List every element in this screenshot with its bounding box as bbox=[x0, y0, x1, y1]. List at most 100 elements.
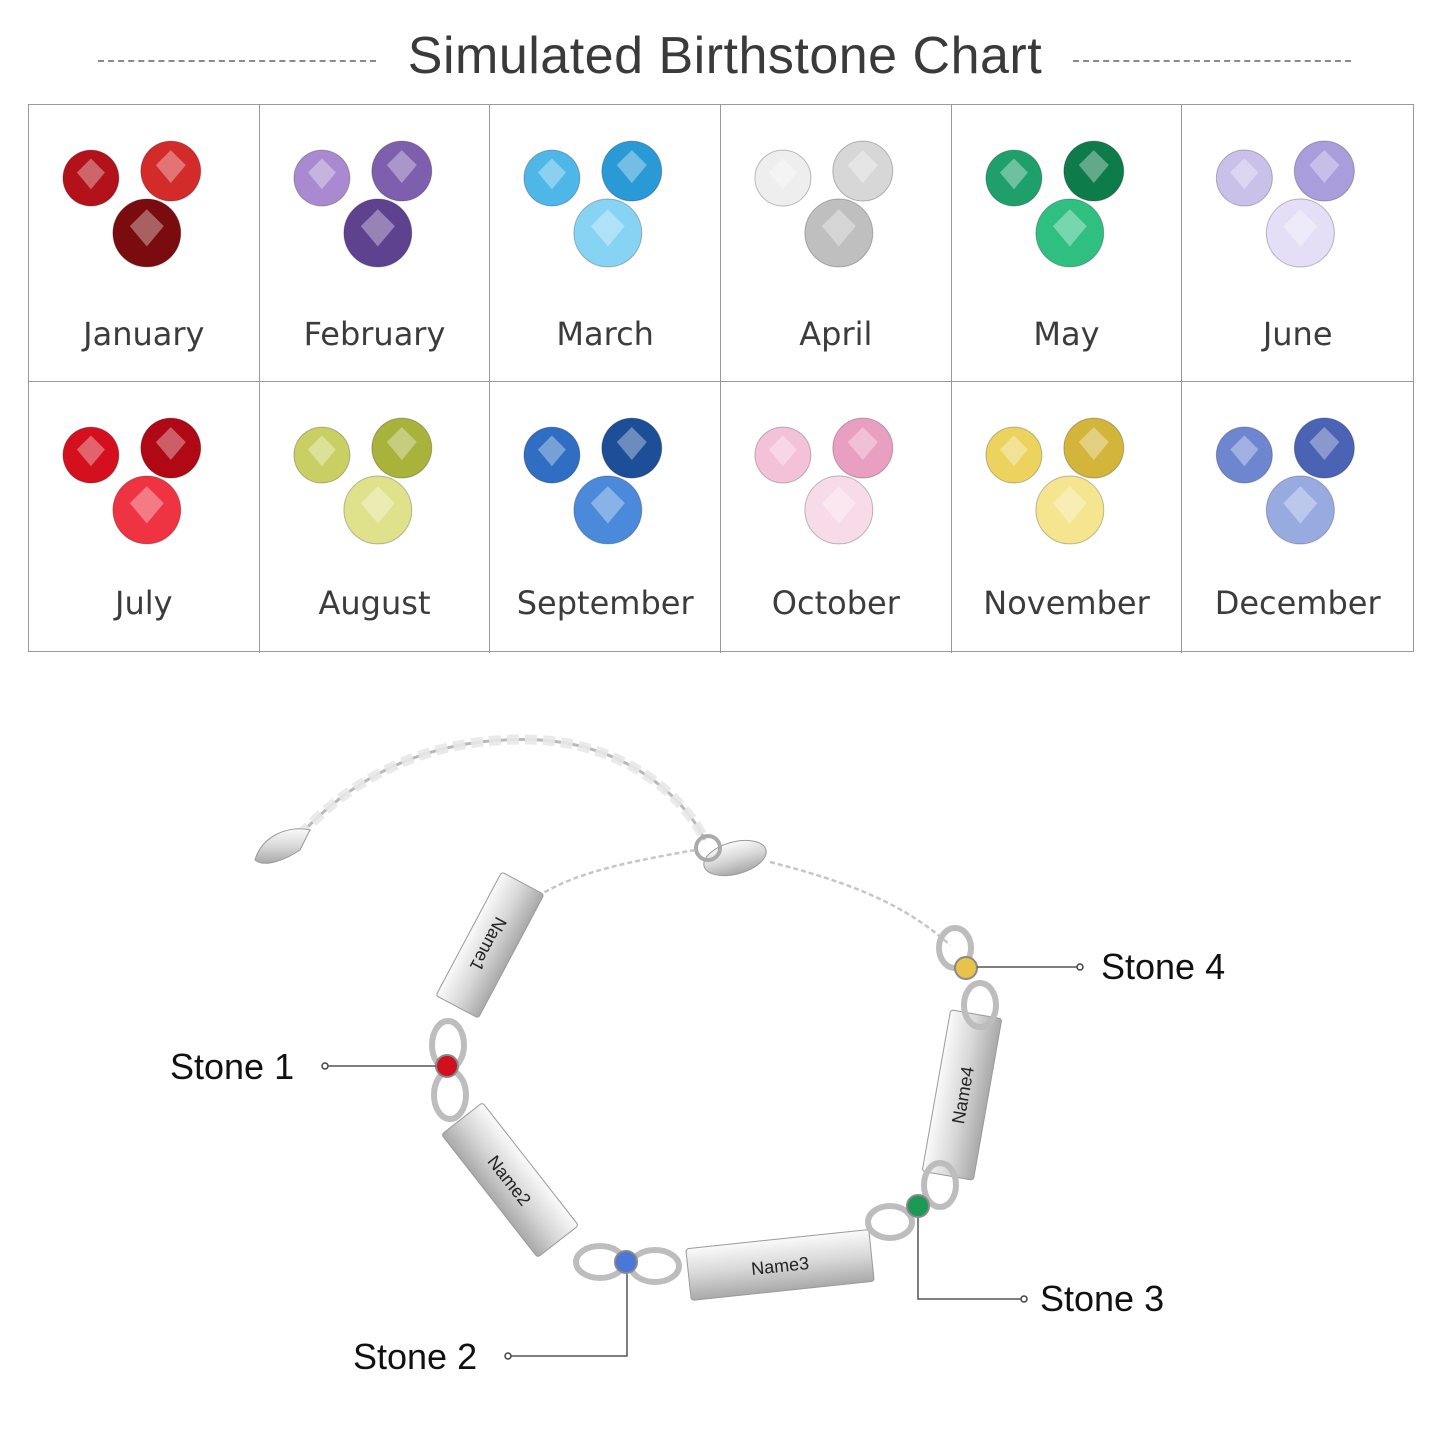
month-label: July bbox=[115, 584, 173, 622]
gemstone bbox=[293, 149, 351, 207]
stone-3-label: Stone 3 bbox=[1040, 1278, 1165, 1319]
gem-facet bbox=[386, 150, 417, 184]
title-divider-right bbox=[1073, 60, 1351, 62]
gem-facet bbox=[538, 158, 567, 190]
gemstone bbox=[573, 198, 643, 268]
gem-facet bbox=[847, 150, 878, 184]
gemstone-cluster bbox=[293, 417, 432, 545]
gem-facet bbox=[155, 150, 186, 184]
gemstone-cluster bbox=[985, 417, 1124, 545]
callout-dots bbox=[321, 963, 1084, 1360]
gemstone-cluster bbox=[62, 140, 202, 268]
month-cell-december: December bbox=[1182, 382, 1413, 653]
chart-header: Simulated Birthstone Chart bbox=[0, 22, 1445, 92]
month-label: April bbox=[799, 315, 873, 353]
month-cell-june: June bbox=[1182, 105, 1413, 382]
gem-facet bbox=[821, 486, 856, 524]
gem-facet bbox=[76, 435, 105, 467]
gemstone-cluster bbox=[293, 140, 432, 268]
gem-facet bbox=[999, 435, 1028, 467]
teardrop-charm bbox=[254, 828, 311, 864]
month-label: February bbox=[303, 315, 446, 353]
gemstone-cluster bbox=[523, 417, 663, 545]
gemstone bbox=[62, 426, 120, 484]
month-label: September bbox=[516, 584, 694, 622]
month-cell-november: November bbox=[952, 382, 1183, 653]
month-label: October bbox=[771, 584, 900, 622]
month-label: December bbox=[1214, 584, 1381, 622]
gemstone bbox=[1035, 198, 1104, 268]
month-label: January bbox=[83, 315, 205, 353]
name-bar-3: Name3 bbox=[685, 1229, 875, 1301]
name-bar-1: Name1 bbox=[436, 872, 544, 1018]
stone-4-label: Stone 4 bbox=[1101, 946, 1226, 987]
gemstone bbox=[1216, 426, 1274, 484]
gemstone bbox=[343, 475, 412, 545]
gemstone bbox=[1266, 198, 1336, 268]
stone-4-gem bbox=[954, 956, 978, 980]
month-cell-october: October bbox=[721, 382, 952, 653]
stone-2-gem bbox=[614, 1250, 638, 1274]
gem-facet bbox=[1309, 150, 1340, 183]
name-bar-4: Name4 bbox=[922, 1009, 1002, 1181]
lobster-clasp bbox=[694, 834, 767, 877]
gem-facet bbox=[307, 435, 336, 467]
gem-facet bbox=[1309, 427, 1340, 460]
gemstone-cluster bbox=[62, 417, 202, 545]
extender-chain bbox=[296, 734, 710, 843]
month-cell-april: April bbox=[721, 105, 952, 382]
gemstone bbox=[370, 140, 432, 202]
gem-facet bbox=[386, 427, 417, 461]
gemstone bbox=[573, 475, 643, 545]
gemstone-cluster bbox=[1216, 417, 1356, 545]
month-cell-september: September bbox=[490, 382, 721, 653]
month-label: November bbox=[983, 584, 1150, 622]
stone-1-gem bbox=[435, 1054, 459, 1078]
month-cell-march: March bbox=[490, 105, 721, 382]
gemstone bbox=[601, 140, 663, 202]
gem-facet bbox=[1052, 209, 1087, 247]
main-chain bbox=[539, 848, 951, 946]
gemstone bbox=[1294, 140, 1356, 202]
month-label: August bbox=[318, 584, 431, 622]
gem-facet bbox=[129, 486, 164, 524]
gemstone bbox=[112, 198, 182, 268]
month-label: June bbox=[1262, 315, 1333, 353]
gem-facet bbox=[617, 150, 648, 184]
gem-facet bbox=[307, 158, 336, 190]
gemstone bbox=[754, 149, 812, 207]
gem-facet bbox=[1283, 486, 1318, 524]
gem-facet bbox=[1078, 427, 1109, 461]
gemstone bbox=[140, 140, 202, 202]
gem-facet bbox=[360, 209, 395, 247]
gemstone bbox=[804, 198, 874, 268]
gem-facet bbox=[591, 209, 626, 247]
stone-1-label: Stone 1 bbox=[170, 1046, 295, 1087]
gem-facet bbox=[360, 486, 395, 524]
gemstone-cluster bbox=[985, 140, 1124, 268]
gem-facet bbox=[1283, 209, 1318, 247]
gemstone bbox=[832, 417, 894, 479]
gem-facet bbox=[999, 158, 1028, 190]
gemstone bbox=[140, 417, 202, 479]
gem-facet bbox=[155, 427, 186, 461]
gem-facet bbox=[768, 435, 797, 467]
month-cell-august: August bbox=[260, 382, 491, 653]
infinity-link-3 bbox=[865, 1160, 959, 1241]
page-title: Simulated Birthstone Chart bbox=[407, 27, 1043, 85]
gemstone bbox=[1266, 475, 1336, 545]
gemstone bbox=[293, 426, 351, 484]
stone-2-label: Stone 2 bbox=[353, 1336, 478, 1377]
gem-facet bbox=[1230, 158, 1259, 190]
gem-facet bbox=[1078, 150, 1109, 184]
gem-facet bbox=[768, 158, 797, 190]
bracelet-illustration: Name1 Name2 Name3 Name4 bbox=[254, 734, 1084, 1360]
gem-facet bbox=[591, 486, 626, 524]
gem-facet bbox=[821, 209, 856, 247]
gemstone bbox=[523, 426, 581, 484]
gemstone bbox=[523, 149, 581, 207]
gemstone bbox=[343, 198, 412, 268]
gemstone-cluster bbox=[523, 140, 663, 268]
gemstone bbox=[370, 417, 432, 479]
